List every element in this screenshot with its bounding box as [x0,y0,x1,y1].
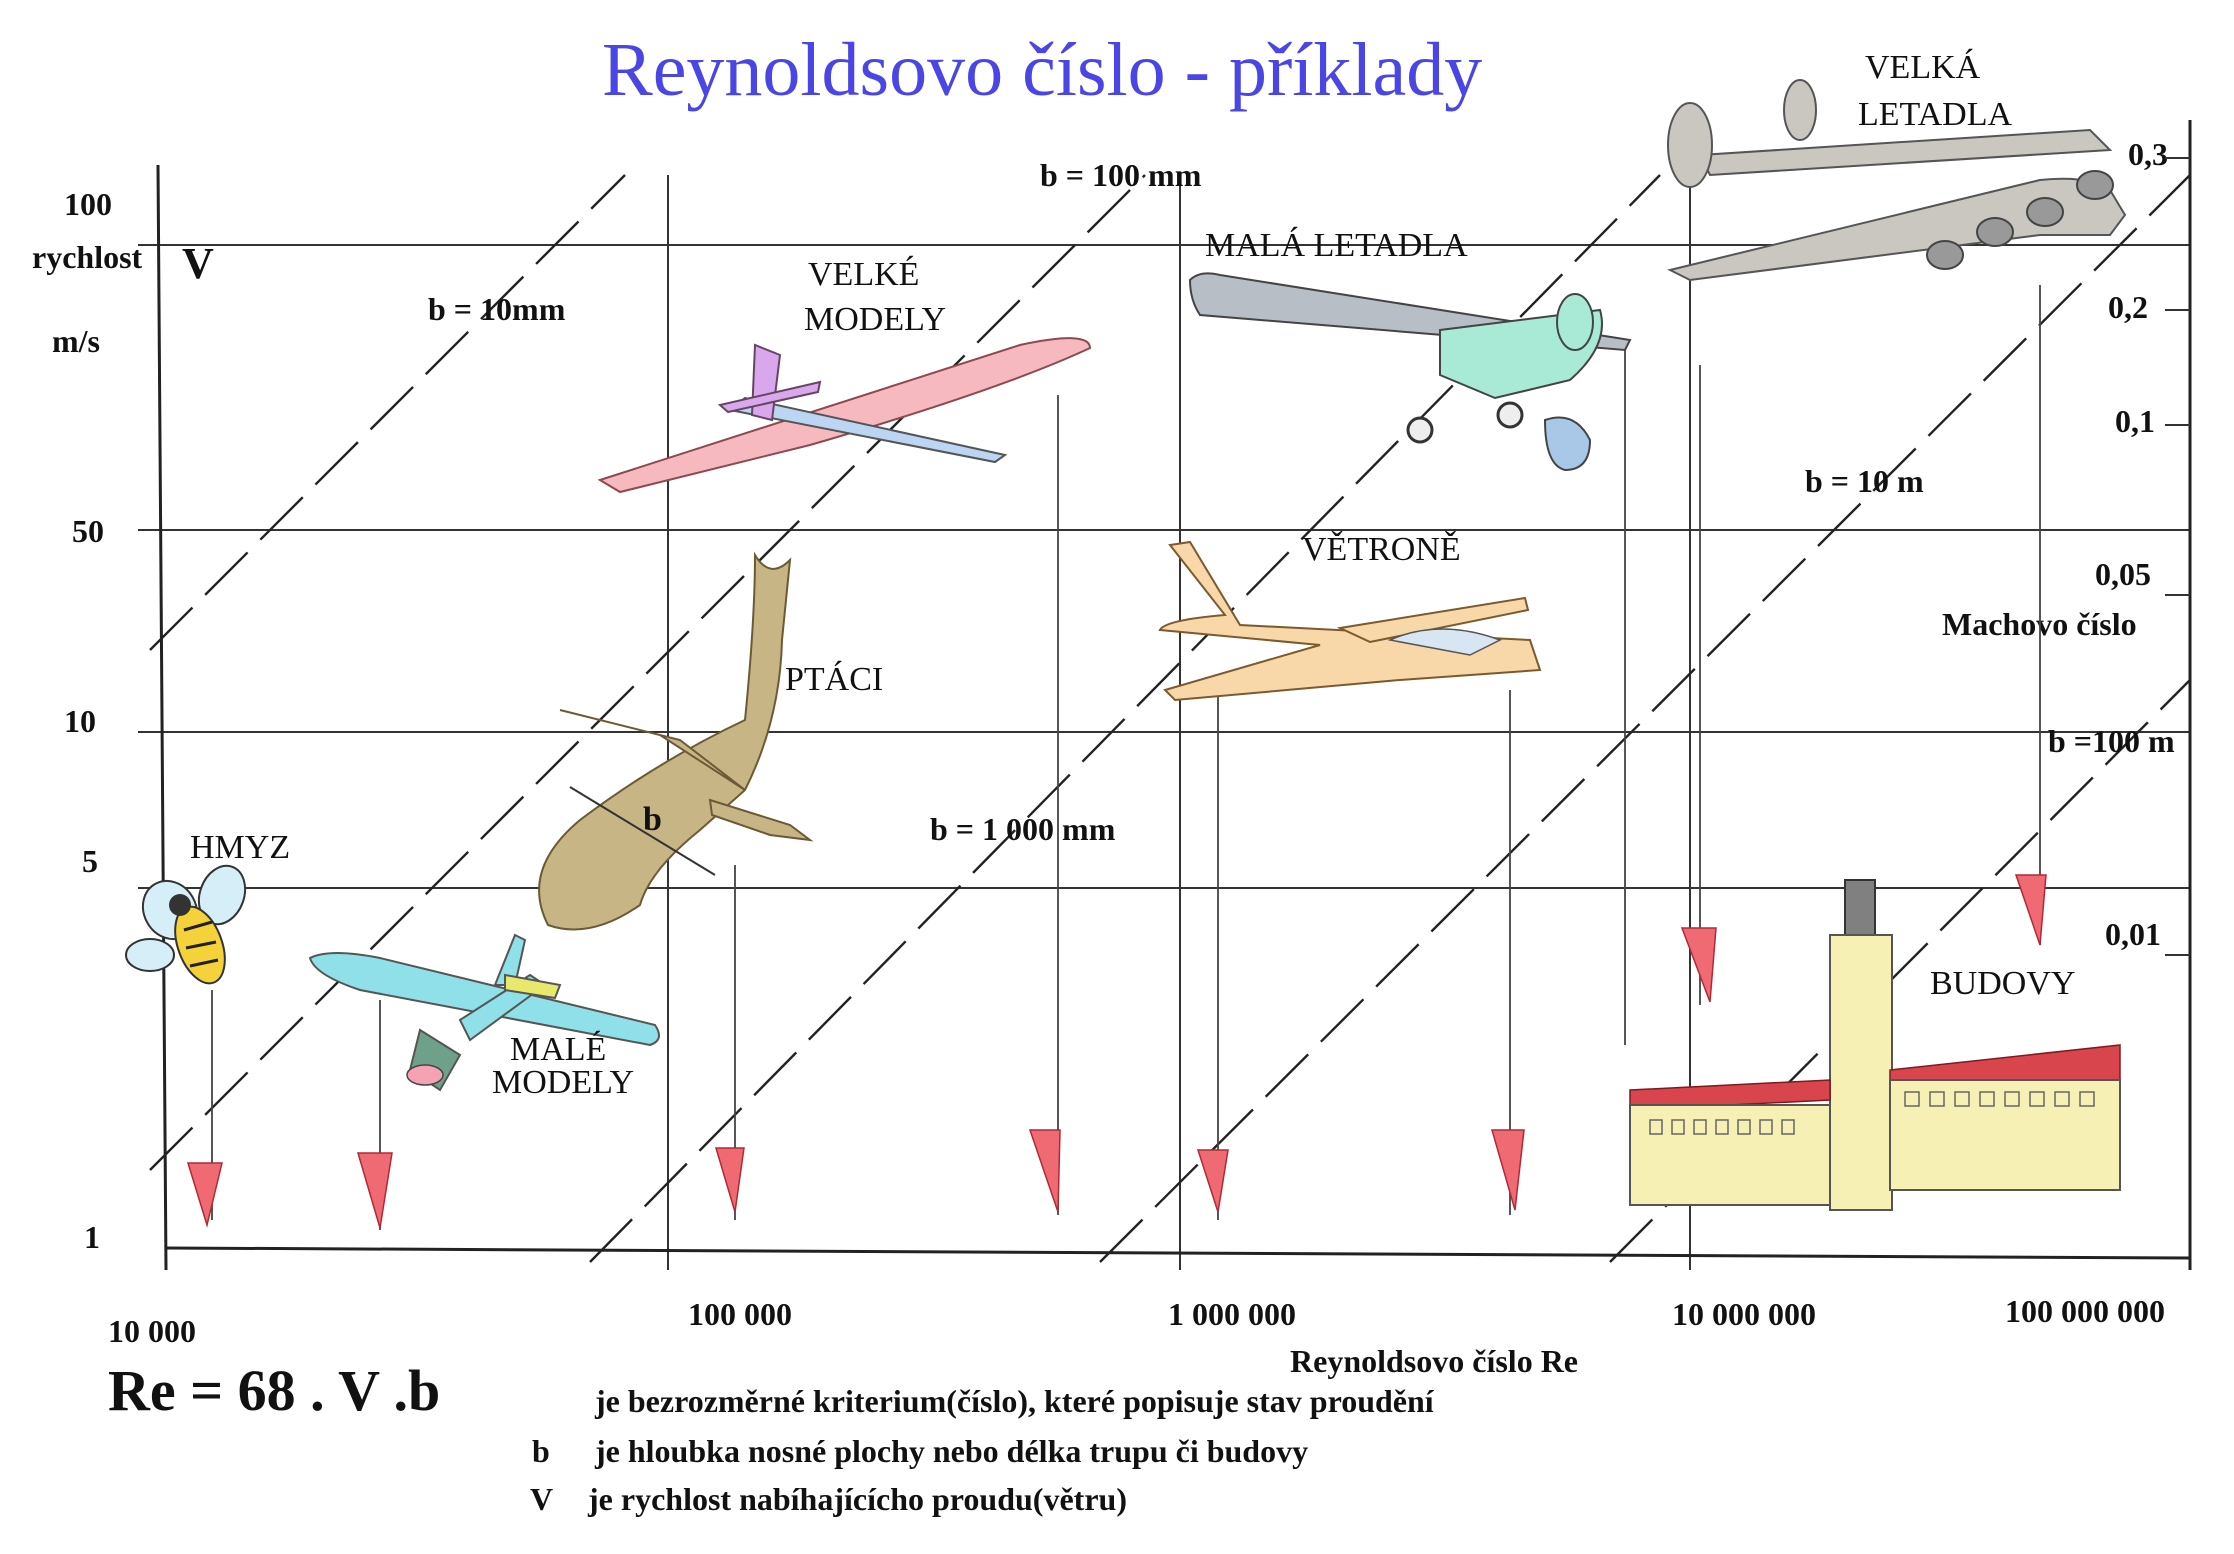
bee-icon [125,864,247,985]
diagonal-b-10mm [149,174,626,651]
y-tick-1: 1 [84,1219,100,1255]
x-tick-10000: 10 000 [108,1313,196,1349]
legend-line-3-text: je rychlost nabíhajícícho proudu(větru) [587,1481,1127,1517]
legend-line-1-text: je bezrozměrné kriterium(číslo), které p… [594,1383,1435,1419]
x-tick-100000000: 100 000 000 [2005,1293,2165,1329]
label-b-100mm: b = 100 mm [1040,157,1202,193]
markers [186,285,2047,1230]
marker-flag [1680,927,1717,1003]
mach-tick-0-01: 0,01 [2105,916,2161,952]
diagonal-b-100mm [149,174,1146,1171]
y-tick-5: 5 [82,843,98,879]
y-tick-100: 100 [64,186,112,222]
mach-tick-0-05: 0,05 [2095,556,2151,592]
label-b-1000mm: b = 1 000 mm [930,811,1116,847]
marker-flag [1196,1149,1229,1213]
label-mala-letadla: MALÁ LETADLA [1205,227,1468,264]
label-b-100m: b =100 m [2048,723,2175,759]
y-axis-symbol: V [182,239,214,288]
label-male-modely-1: MALÉ [510,1031,606,1068]
y-axis [156,164,168,1271]
label-b-10m: b = 10 m [1805,463,1924,499]
marker-flag [186,1162,223,1228]
diagonal-b-10m [1099,174,2191,1263]
legend-line-2-text: je hloubka nosné plochy nebo délka trupu… [594,1433,1308,1469]
x-tick-1000000: 1 000 000 [1168,1296,1296,1332]
x-axis-label: Reynoldsovo číslo Re [1290,1343,1578,1379]
y-axis-label: rychlost [32,239,143,275]
label-velka-letadla-2: LETADLA [1858,96,2012,133]
formula: Re = 68 . V .b [108,1358,440,1423]
mach-tick-0-2: 0,2 [2108,289,2148,325]
label-velke-modely-1: VELKÉ [808,256,919,293]
x-tick-100000: 100 000 [688,1296,792,1332]
label-male-modely-2: MODELY [492,1064,634,1101]
label-chord-b: b [643,801,662,838]
x-tick-10000000: 10 000 000 [1672,1296,1816,1332]
small-model-icon [308,933,660,1092]
glider-icon [1158,540,1542,702]
y-tick-50: 50 [72,513,104,549]
legend-line-3-symbol: V [530,1481,553,1517]
page-title: Reynoldsovo číslo - příklady [602,28,1482,112]
y-axis-unit: m/s [52,323,100,359]
label-b-10mm: b = 10mm [428,291,566,327]
legend-line-2-symbol: b [532,1433,550,1469]
small-aircraft-icon [1188,272,1632,472]
y-tick-10: 10 [64,703,96,739]
label-budovy: BUDOVY [1930,965,2075,1002]
marker-flag [356,1152,393,1229]
marker-flag [714,1147,745,1213]
marker-flag [2014,874,2047,946]
large-model-icon [597,337,1092,494]
marker-flag [1491,1129,1525,1211]
mach-tick-0-1: 0,1 [2115,403,2155,439]
building-icon [1629,879,2121,1211]
marker-flag [1028,1129,1061,1213]
label-velke-modely-2: MODELY [804,301,946,338]
label-hmyz: HMYZ [190,829,290,866]
mach-tick-0-3: 0,3 [2128,136,2168,172]
x-axis [165,1246,2191,1260]
airliner-icon [1667,79,2127,282]
bird-icon [538,551,814,931]
label-ptaci: PTÁCI [785,661,883,698]
label-vetrone: VĚTRONĚ [1302,531,1461,568]
label-velka-letadla-1: VELKÁ [1865,49,1981,86]
